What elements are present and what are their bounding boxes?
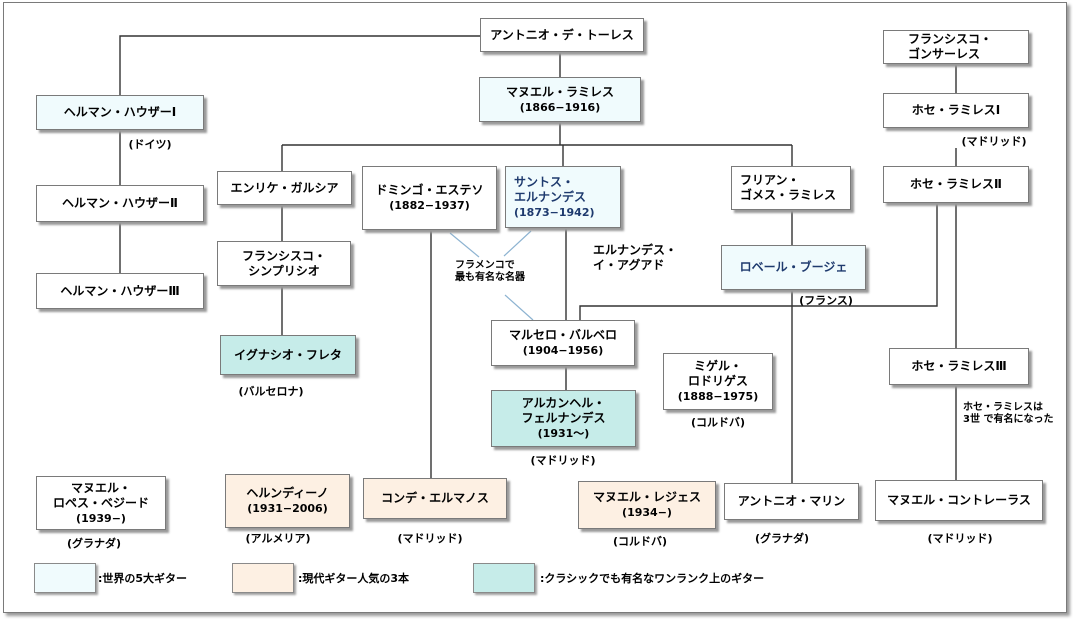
node-name-2: シンプリシオ [248, 263, 320, 278]
node-arcangel: アルカンヘル・ フェルナンデス (1931〜) [491, 390, 636, 447]
node-years: (1931−2006) [247, 502, 328, 515]
node-name: フランシスコ・ [241, 248, 326, 263]
place-label: (マドリッド) [530, 454, 596, 467]
legend-label: :世界の5大ギター [98, 572, 188, 585]
node-name: フランシスコ・ [908, 32, 993, 46]
note-line: 3世 で有名になった [963, 414, 1054, 425]
node-name: マヌエル・ [70, 480, 131, 495]
node-name: マヌエル・ラミレス [505, 84, 614, 99]
place-label: (ドイツ) [128, 138, 172, 151]
node-rodriguez: ミゲル・ ロドリゲス (1888−1975) [663, 353, 773, 410]
legend-swatch-blue [34, 563, 96, 593]
annotation-line [504, 294, 534, 321]
connector [119, 35, 480, 95]
legend-swatch-teal [473, 563, 535, 593]
node-simplicio: フランシスコ・ シンプリシオ [217, 241, 351, 286]
note-jose-3: ホセ・ラミレスは 3世 で有名になった [963, 402, 1053, 426]
place-label: (フランス) [799, 294, 853, 307]
node-name: イグナシオ・フレタ [234, 347, 342, 362]
node-name: ホセ・ラミレスⅠ [911, 103, 1001, 117]
node-name-2: ロペス・ベジード [52, 495, 149, 510]
place-label: (マドリッド) [397, 532, 463, 545]
node-jose-2: ホセ・ラミレスⅡ [883, 166, 1029, 203]
place-label: (マドリッド) [961, 135, 1027, 148]
node-esteso: ドミンゴ・エステソ (1882−1937) [362, 166, 497, 230]
legend-swatch-peach [232, 563, 294, 593]
legend-label: :現代ギター人気の3本 [298, 572, 410, 585]
node-conde: コンデ・エルマノス [363, 478, 507, 519]
node-hauser-3: ヘルマン・ハウザーⅢ [36, 273, 204, 309]
node-barbero: マルセロ・バルベロ (1904−1956) [491, 320, 635, 366]
node-name: コンデ・エルマノス [381, 491, 489, 505]
node-name: ホセ・ラミレスⅢ [911, 359, 1007, 373]
note-line: ホセ・ラミレスは [963, 402, 1043, 413]
node-jose-1: ホセ・ラミレスⅠ [883, 93, 1029, 128]
node-name: エンリケ・ガルシア [230, 180, 339, 195]
node-years: (1873−1942) [514, 205, 595, 219]
node-jose-3: ホセ・ラミレスⅢ [889, 348, 1029, 385]
node-name: アントニオ・デ・トーレス [490, 27, 634, 42]
node-years: (1904−1956) [522, 344, 604, 357]
connector [579, 203, 938, 320]
place-label: (グラナダ) [754, 532, 810, 545]
node-fleta: イグナシオ・フレタ [220, 335, 356, 375]
node-bouchet: ロベール・ブージェ [721, 245, 866, 290]
node-name: ホセ・ラミレスⅡ [910, 177, 1002, 191]
node-name-2: ゴメス・ラミレス [740, 188, 837, 202]
node-name: ヘルマン・ハウザーⅢ [60, 283, 180, 298]
place-label: (アルメリア) [245, 532, 311, 545]
place-label: (コルドバ) [612, 535, 668, 548]
node-name: マルセロ・バルベロ [508, 328, 617, 342]
node-years: (1882−1937) [389, 199, 470, 212]
node-name: サントス・ [514, 174, 575, 189]
place-label: (バルセロナ) [238, 385, 304, 398]
node-name-2: イ・アグアド [593, 258, 665, 272]
node-marin: アントニオ・マリン [724, 483, 859, 520]
place-label: (コルドバ) [690, 416, 746, 429]
node-years: (1939−) [76, 511, 126, 525]
node-years: (1931〜) [537, 427, 590, 440]
node-years: (1888−1975) [677, 390, 759, 403]
node-name-2: ゴンサーレス [908, 47, 981, 61]
place-label: (グラナダ) [66, 537, 122, 550]
node-name-2: ロドリゲス [687, 374, 748, 388]
node-name: ドミンゴ・エステソ [375, 183, 484, 197]
note-line: 最も有名な名器 [455, 272, 525, 283]
node-years: (1934−) [622, 506, 672, 519]
node-name: ヘルマン・ハウザーⅠ [63, 105, 177, 119]
node-name: ヘルマン・ハウザーⅡ [62, 196, 178, 210]
node-years: (1866−1916) [519, 100, 601, 114]
place-label: (マドリッド) [927, 532, 993, 545]
node-gomez: フリアン・ ゴメス・ラミレス [731, 166, 851, 210]
node-reyes: マヌエル・レジェス (1934−) [578, 481, 716, 529]
node-santos: サントス・ エルナンデス (1873−1942) [505, 166, 621, 228]
node-torres: アントニオ・デ・トーレス [480, 18, 644, 52]
node-name-2: エルナンデス [514, 189, 587, 204]
node-name: マヌエル・コントレーラス [887, 493, 1031, 507]
annotation-line [503, 230, 532, 257]
node-name: ヘルンディーノ [246, 486, 329, 500]
node-garcia: エンリケ・ガルシア [217, 171, 352, 205]
node-bejarano: マヌエル・ ロペス・ベジード (1939−) [36, 476, 166, 530]
node-manuel-ramirez: マヌエル・ラミレス (1866−1916) [479, 77, 641, 122]
node-hauser-1: ヘルマン・ハウザーⅠ [36, 95, 204, 130]
node-name: ミゲル・ [693, 359, 742, 373]
annotation-line [449, 232, 480, 258]
node-gonzales: フランシスコ・ ゴンサーレス [883, 30, 1029, 64]
legend-label: :クラシックでも有名なワンランク上のギター [540, 572, 765, 585]
note-line: フラメンコで [455, 260, 515, 271]
node-aguado: エルナンデス・ イ・アグアド [584, 237, 692, 279]
node-name: ロベール・ブージェ [739, 260, 848, 274]
node-name: アルカンヘル・ [521, 396, 606, 410]
node-name: マヌエル・レジェス [592, 490, 701, 504]
node-name: アントニオ・マリン [737, 494, 846, 508]
node-name: フリアン・ [740, 173, 800, 187]
note-flamenco: フラメンコで 最も有名な名器 [455, 260, 525, 284]
node-name: エルナンデス・ [593, 243, 678, 257]
node-hauser-2: ヘルマン・ハウザーⅡ [36, 185, 204, 222]
node-name-2: フェルナンデス [521, 411, 606, 425]
node-contreras: マヌエル・コントレーラス [875, 480, 1043, 521]
node-hernandino: ヘルンディーノ (1931−2006) [225, 474, 350, 528]
